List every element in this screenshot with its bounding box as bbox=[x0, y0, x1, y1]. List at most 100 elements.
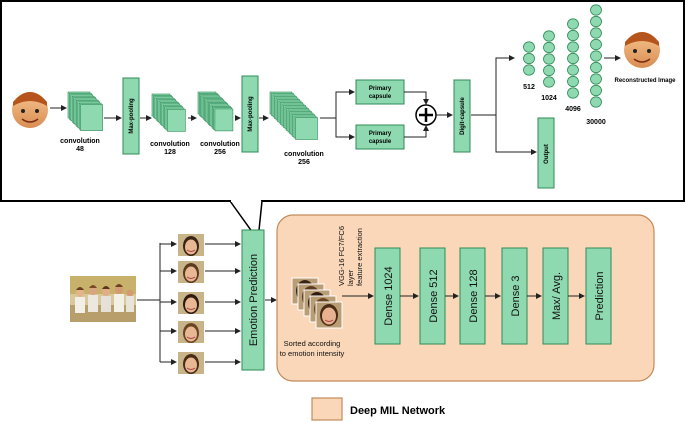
conv3-count: 256 bbox=[214, 149, 226, 156]
decoder-4096-neuron bbox=[567, 29, 579, 42]
emotion-prediction-label: Emotion Prediction bbox=[248, 254, 260, 346]
maxpool1-label: Max-pooling bbox=[129, 98, 135, 134]
digit-capsule-box bbox=[453, 79, 471, 153]
decoder-4096-neuron bbox=[567, 52, 579, 65]
dense-layers: Dense 1024 Dense 512 Dense 128 Dense 3 Max/ … bbox=[374, 247, 612, 345]
prediction-box bbox=[585, 247, 612, 345]
reconstructed-image-label: Reconstructed Image bbox=[614, 78, 676, 84]
emotion-prediction-box bbox=[241, 229, 265, 371]
decoder-30000-neuron bbox=[590, 84, 602, 97]
decoder-30000-neuron bbox=[590, 27, 602, 39]
primary-capsule-1-line2: capsule bbox=[369, 94, 392, 100]
crop-to-emotion-arrows bbox=[205, 241, 241, 365]
conv3-stack bbox=[197, 91, 234, 132]
vgg-label-line2: layer bbox=[346, 269, 355, 286]
decoder-4096-neuron bbox=[567, 87, 579, 99]
face-crop-arrows bbox=[160, 241, 177, 365]
face-crop bbox=[178, 292, 204, 314]
output-box bbox=[537, 117, 555, 189]
conv4-count: 256 bbox=[298, 159, 310, 166]
primary-capsule-1 bbox=[355, 79, 405, 105]
prediction-label: Prediction bbox=[594, 272, 606, 321]
primary-capsule-2-line2: capsule bbox=[369, 139, 392, 145]
decoder-4096-column bbox=[567, 18, 579, 99]
arrow-conv4-primary2 bbox=[335, 118, 355, 140]
conv1-slice bbox=[80, 104, 103, 131]
conv2-slice bbox=[167, 109, 186, 132]
dense-128-label: Dense 128 bbox=[468, 269, 480, 322]
dense-128-box bbox=[459, 247, 486, 345]
decoder-4096-neuron bbox=[567, 18, 579, 30]
face-crops bbox=[178, 234, 204, 374]
top-panel-border bbox=[0, 0, 685, 202]
decoder-512-neuron bbox=[523, 41, 535, 53]
decoder-4096-neuron bbox=[567, 64, 579, 76]
capsule-network-panel: convolution 48 Max-pooling convolution 1… bbox=[0, 0, 685, 202]
dense-512-label: Dense 512 bbox=[428, 269, 440, 322]
arrow-primary1-sum bbox=[404, 91, 429, 105]
decoder-30000-neuron bbox=[590, 15, 602, 28]
primary-capsule-2-line1: Primary bbox=[369, 131, 392, 137]
output-label: Output bbox=[544, 144, 550, 164]
decoder-512-label: 512 bbox=[523, 84, 535, 91]
decoder-1024-neuron bbox=[543, 30, 555, 42]
vgg-label-line3: feature extraction bbox=[355, 228, 364, 286]
input-face-image bbox=[12, 92, 48, 128]
maxpool2-box bbox=[241, 75, 259, 153]
decoder-4096-neuron bbox=[567, 75, 579, 88]
sorted-label-line2: to emotion intensity bbox=[280, 349, 345, 358]
conv1-stack bbox=[67, 91, 103, 131]
decoder-30000-label: 30000 bbox=[586, 119, 606, 126]
decoder-4096-label: 4096 bbox=[565, 106, 581, 113]
dense-1024-label: Dense 1024 bbox=[383, 266, 395, 325]
dense-512-box bbox=[419, 247, 446, 345]
group-photo bbox=[70, 276, 136, 322]
decoder-1024-neuron bbox=[543, 76, 555, 88]
decoder-30000-neuron bbox=[590, 61, 602, 74]
max-avg-label: Max/ Avg. bbox=[551, 272, 563, 320]
conv2-stack bbox=[151, 93, 186, 132]
conv1-label: convolution bbox=[60, 138, 100, 145]
arrow-primary2-sum bbox=[404, 125, 429, 138]
primary-capsule-1-line1: Primary bbox=[369, 86, 392, 92]
dense-3-label: Dense 3 bbox=[510, 276, 522, 317]
conv4-stack bbox=[269, 91, 318, 140]
digit-capsule-label: Digit-capsule bbox=[460, 97, 466, 135]
dense-3-box bbox=[501, 247, 528, 345]
sum-node bbox=[415, 104, 437, 126]
decoder-30000-neuron bbox=[590, 50, 602, 62]
face-crop bbox=[178, 261, 204, 283]
conv3-label: convolution bbox=[200, 141, 240, 148]
legend: Deep MIL Network bbox=[311, 397, 446, 421]
primary-capsule-2 bbox=[355, 124, 405, 150]
decoder-1024-label: 1024 bbox=[541, 95, 557, 102]
decoder-1024-column bbox=[543, 30, 555, 88]
vgg-label-line1: VGG-16 FC7/FC6 bbox=[337, 226, 346, 286]
decoder-30000-column bbox=[590, 4, 602, 108]
decoder-512-neuron bbox=[523, 52, 535, 65]
mil-panel: Emotion Prediction VGG-16 FC7/FC6 layer … bbox=[70, 214, 655, 382]
decoder-1024-neuron bbox=[543, 64, 555, 77]
sorted-faces-stack bbox=[291, 277, 343, 329]
decoder-1024-neuron bbox=[543, 53, 555, 65]
conv1-count: 48 bbox=[76, 146, 84, 153]
reconstructed-face-image bbox=[624, 32, 660, 68]
decoder-30000-neuron bbox=[590, 96, 602, 108]
arrow-digit-output bbox=[495, 115, 537, 155]
conv3-slice bbox=[214, 108, 234, 132]
decoder-30000-neuron bbox=[590, 73, 602, 85]
maxpool1-box bbox=[122, 77, 140, 155]
decoder-30000-neuron bbox=[590, 4, 602, 16]
face-crop bbox=[178, 321, 204, 343]
max-avg-box bbox=[542, 247, 569, 345]
conv4-label: convolution bbox=[284, 151, 324, 158]
maxpool2-label: Max-pooling bbox=[248, 96, 254, 132]
conv4-slice bbox=[295, 117, 318, 140]
decoder-512-neuron bbox=[523, 64, 535, 76]
decoder-1024-neuron bbox=[543, 41, 555, 54]
conv2-count: 128 bbox=[164, 149, 176, 156]
decoder-512-column bbox=[523, 41, 535, 76]
sorted-label-line1: Sorted according bbox=[284, 339, 341, 348]
arrow-conv4-primary1 bbox=[320, 89, 355, 119]
